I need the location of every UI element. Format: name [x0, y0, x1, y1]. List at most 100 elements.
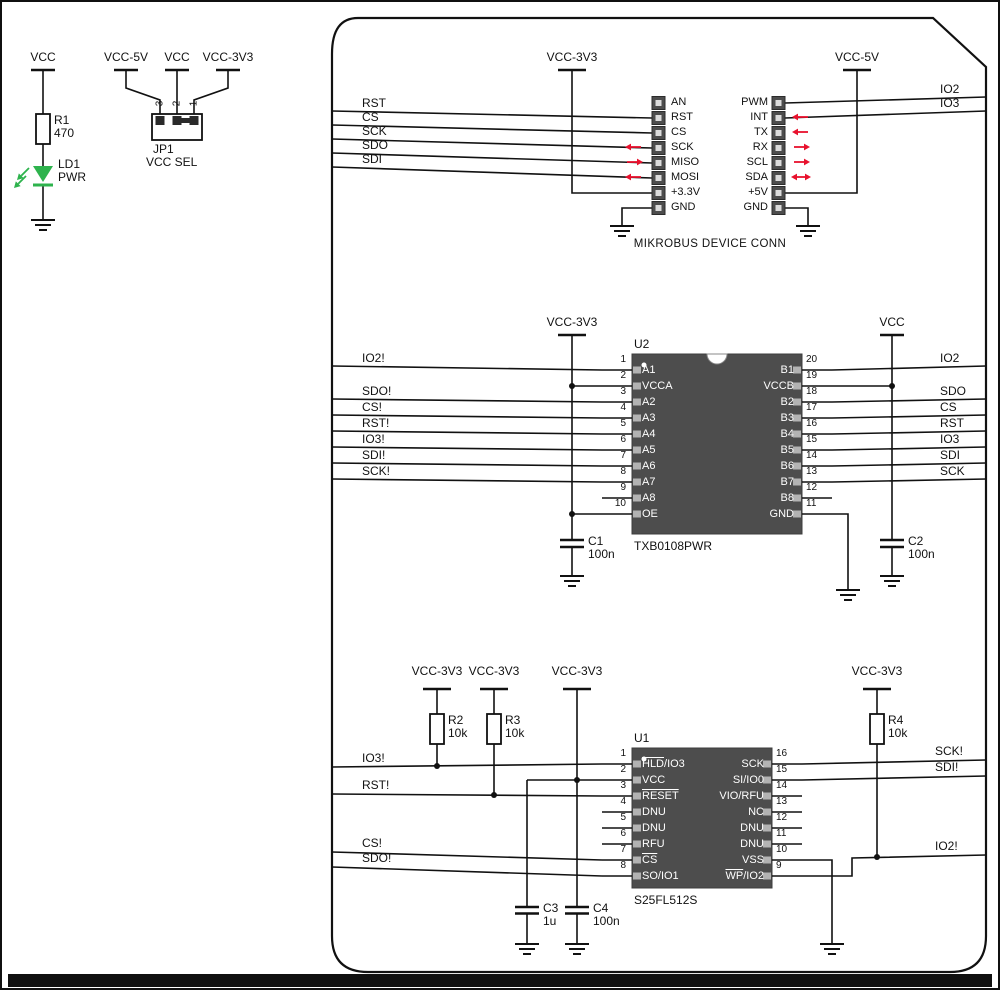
chip-pin-name: VCCB: [763, 380, 794, 392]
led-name: PWR: [58, 170, 86, 184]
chip-pin-pad: [793, 446, 801, 454]
chip-pin-name: SCK: [741, 758, 764, 770]
chip-pin-pad: [793, 462, 801, 470]
chip-pin-number: 5: [620, 812, 626, 823]
chip-pin-pad: [633, 398, 641, 406]
chip-pin-pad: [763, 840, 771, 848]
chip-pin-pad: [633, 872, 641, 880]
chip-pin-number: 5: [620, 418, 626, 429]
pin-name-overlined: WP: [725, 870, 744, 882]
pin-name-text: /IO2: [743, 870, 764, 882]
c3-value: 1u: [543, 914, 557, 928]
header-pin-hole: [655, 100, 662, 106]
jp1-name: VCC SEL: [146, 155, 198, 169]
chip-pin-pad: [633, 510, 641, 518]
header-pin-hole: [655, 130, 662, 136]
net-label: SDO!: [362, 851, 392, 865]
u2-right-rail: VCC: [879, 315, 905, 329]
rail-label-vcc: VCC: [164, 50, 190, 64]
header-pin-hole: [775, 130, 782, 136]
chip-pin-number: 9: [620, 482, 626, 493]
header-pin-hole: [775, 190, 782, 196]
chip-pin-number: 2: [620, 764, 626, 775]
chip-pin-number: 12: [806, 482, 818, 493]
chip-pin-name: DNU: [642, 806, 666, 818]
chip-pin-number: 10: [614, 498, 626, 509]
resistor-r3-symbol: [486, 713, 502, 745]
r3-ref: R3: [505, 713, 521, 727]
led-emission-arrow: [20, 167, 30, 177]
chip-pin-number: 4: [620, 796, 626, 807]
c1-ref: C1: [588, 534, 604, 548]
rail-label-u1-vcc: VCC-3V3: [551, 664, 603, 678]
chip-pin-name: VCCA: [642, 380, 673, 392]
chip-pin-name: RFU: [642, 838, 665, 850]
net-label: IO2!: [935, 839, 958, 853]
chip-pin-pad: [793, 398, 801, 406]
header-pin-hole: [775, 205, 782, 211]
chip-pin-number: 6: [620, 828, 626, 839]
net-label: SDI: [940, 448, 961, 462]
rail-label-r3: VCC-3V3: [468, 664, 520, 678]
chip-pin-number: 4: [620, 402, 626, 413]
chip-pin-number: 20: [806, 354, 818, 365]
chip-pin-number: 16: [806, 418, 818, 429]
net-label: SDI: [362, 152, 383, 166]
c2-ref: C2: [908, 534, 924, 548]
u1-ref: U1: [634, 731, 650, 745]
junction-dot: [491, 792, 497, 798]
chip-pin-name: NC: [748, 806, 764, 818]
chip-pin-number: 7: [620, 844, 626, 855]
net-label: SCK!: [935, 744, 964, 758]
header-pin-hole: [655, 190, 662, 196]
chip-pin-pad: [763, 856, 771, 864]
chip-pin-pad: [633, 856, 641, 864]
net-label: RST!: [362, 416, 390, 430]
chip-pin-number: 15: [776, 764, 788, 775]
r1-value: 470: [54, 126, 75, 140]
chip-pin-name: SO/IO1: [642, 870, 679, 882]
mikrobus-right-rail: VCC-5V: [834, 50, 880, 64]
chip-pin-name: A5: [642, 444, 656, 456]
mikrobus-title: MIKROBUS DEVICE CONN: [633, 238, 787, 250]
pin1-marker: [641, 756, 647, 762]
chip-pin-number: 11: [776, 828, 787, 839]
header-pin-hole: [775, 160, 782, 166]
jp1-ref: JP1: [153, 142, 174, 156]
net-label: IO3!: [362, 432, 385, 446]
r3-value: 10k: [505, 726, 525, 740]
chip-pin-number: 17: [806, 402, 818, 413]
header-pin-hole: [775, 100, 782, 106]
chip-pin-name: A4: [642, 428, 656, 440]
mikrobus-pin-label: INT: [750, 111, 768, 123]
chip-pin-number: 9: [776, 860, 782, 871]
u2-part: TXB0108PWR: [634, 539, 713, 553]
header-pin-hole: [775, 145, 782, 151]
chip-pin-number: 6: [620, 434, 626, 445]
chip-pin-name: DNU: [740, 838, 764, 850]
led-emission-arrow: [17, 173, 24, 180]
chip-pin-name: A2: [642, 396, 656, 408]
resistor-r2-symbol: [429, 713, 445, 745]
chip-pin-name: B4: [780, 428, 794, 440]
rail-label-vcc-5v: VCC-5V: [103, 50, 149, 64]
chip-pin-name: VCC: [642, 774, 666, 786]
direction-arrow: [791, 173, 797, 181]
u1-part: S25FL512S: [634, 893, 698, 907]
chip-pin-pad: [633, 462, 641, 470]
header-pin-hole: [655, 205, 662, 211]
mikrobus-pin-label: TX: [753, 126, 768, 138]
jumper-pin-number: 2: [171, 100, 183, 107]
vcc-sel-symbol: [114, 68, 240, 141]
chip-pin-name: HLD/IO3: [642, 758, 685, 770]
net-label: RST: [940, 416, 964, 430]
u2-left-rail: VCC-3V3: [546, 315, 598, 329]
pin-name-overlined: RESET: [642, 790, 679, 802]
r2-ref: R2: [448, 713, 464, 727]
chip-pin-pad: [633, 840, 641, 848]
chip-pin-pad: [633, 494, 641, 502]
led-emission-arrow: [17, 175, 27, 185]
chip-pin-name: A7: [642, 476, 656, 488]
chip-pin-number: 1: [620, 354, 626, 365]
chip-pin-name: B5: [780, 444, 794, 456]
